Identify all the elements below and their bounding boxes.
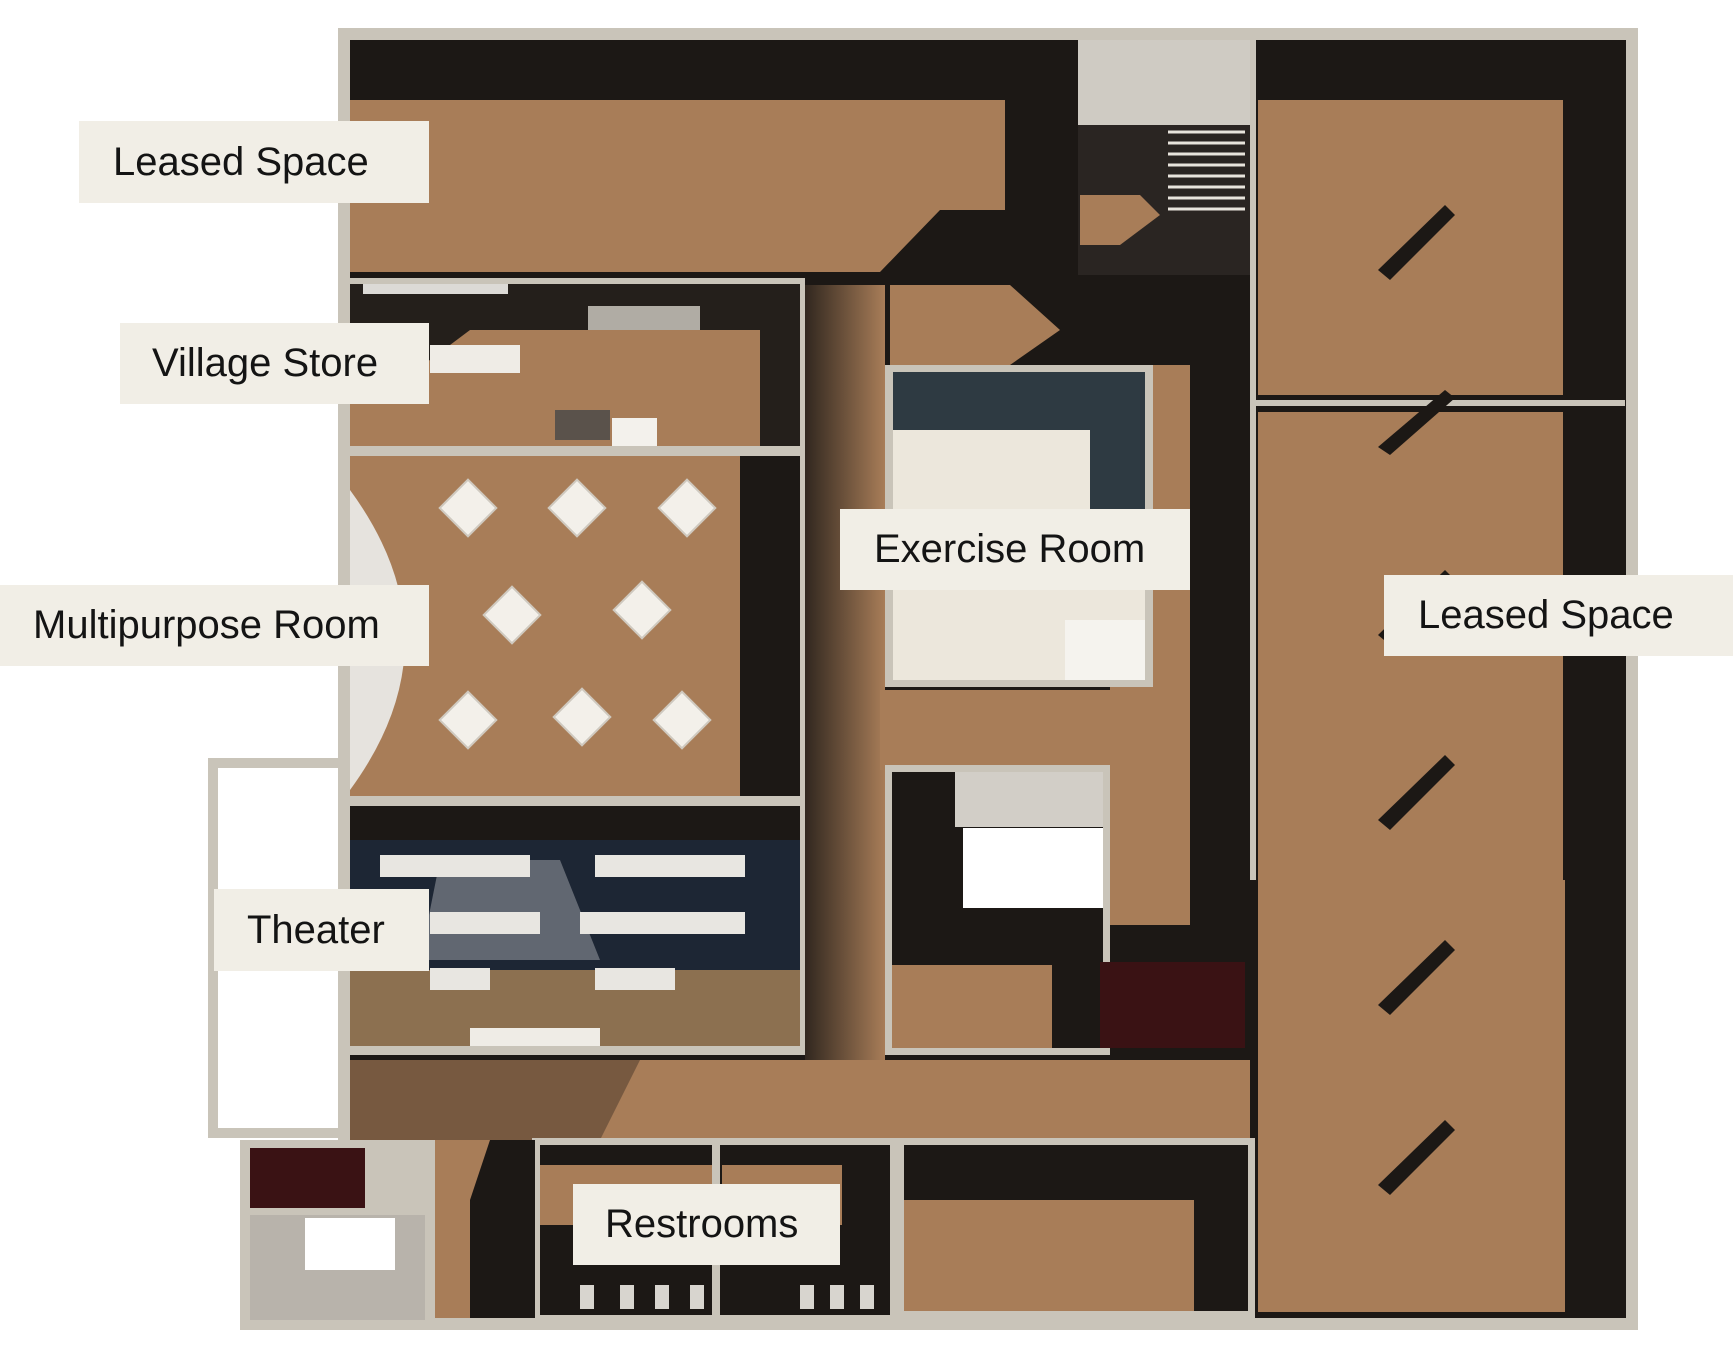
leased-space-top-floor [350, 100, 1005, 272]
service-stair [955, 772, 1103, 827]
leased-space-top-shadow [880, 210, 1005, 272]
corridor-south [350, 1060, 1250, 1140]
southwest-white-room [305, 1218, 395, 1270]
store-cooler [555, 410, 610, 440]
red-room [1100, 962, 1245, 1048]
store-shelf [430, 345, 520, 373]
label-leased-space-right: Leased Space [1384, 575, 1733, 656]
store-counter [588, 306, 700, 330]
corridor-mid [880, 690, 1110, 770]
corridor-vertical-west-shadow [805, 285, 885, 1145]
exercise-equipment [1065, 620, 1145, 680]
label-village-store: Village Store [120, 323, 429, 404]
exercise-side-dark [1090, 372, 1145, 512]
stair-treads [1168, 130, 1245, 211]
stair-landing-floor [1080, 195, 1160, 245]
multipurpose-shadow [740, 456, 800, 796]
service-room [963, 828, 1103, 908]
stair-landing [1078, 40, 1256, 125]
corridor-north-shadow [1010, 285, 1190, 365]
label-multipurpose-room: Multipurpose Room [0, 585, 429, 666]
store-shelf-top [363, 284, 508, 294]
theater-screen [470, 1028, 600, 1046]
label-theater: Theater [214, 889, 429, 971]
dining-tables [438, 478, 717, 750]
corridor-south-shadow [350, 1060, 640, 1140]
restroom-fixtures [580, 1285, 874, 1309]
leased-space-left-wall [1250, 40, 1256, 880]
southeast-room-floor-lit [904, 1200, 1194, 1311]
service-floor-lower [892, 965, 1052, 1048]
store-fridge [612, 418, 657, 446]
southwest-corridor-shadow [470, 1140, 535, 1318]
southwest-red-room [250, 1148, 365, 1208]
theater-light-beam [420, 860, 600, 960]
label-restrooms: Restrooms [573, 1184, 840, 1265]
label-exercise-room: Exercise Room [840, 509, 1190, 590]
label-leased-space-top: Leased Space [79, 121, 429, 203]
theater-seats [380, 855, 745, 990]
